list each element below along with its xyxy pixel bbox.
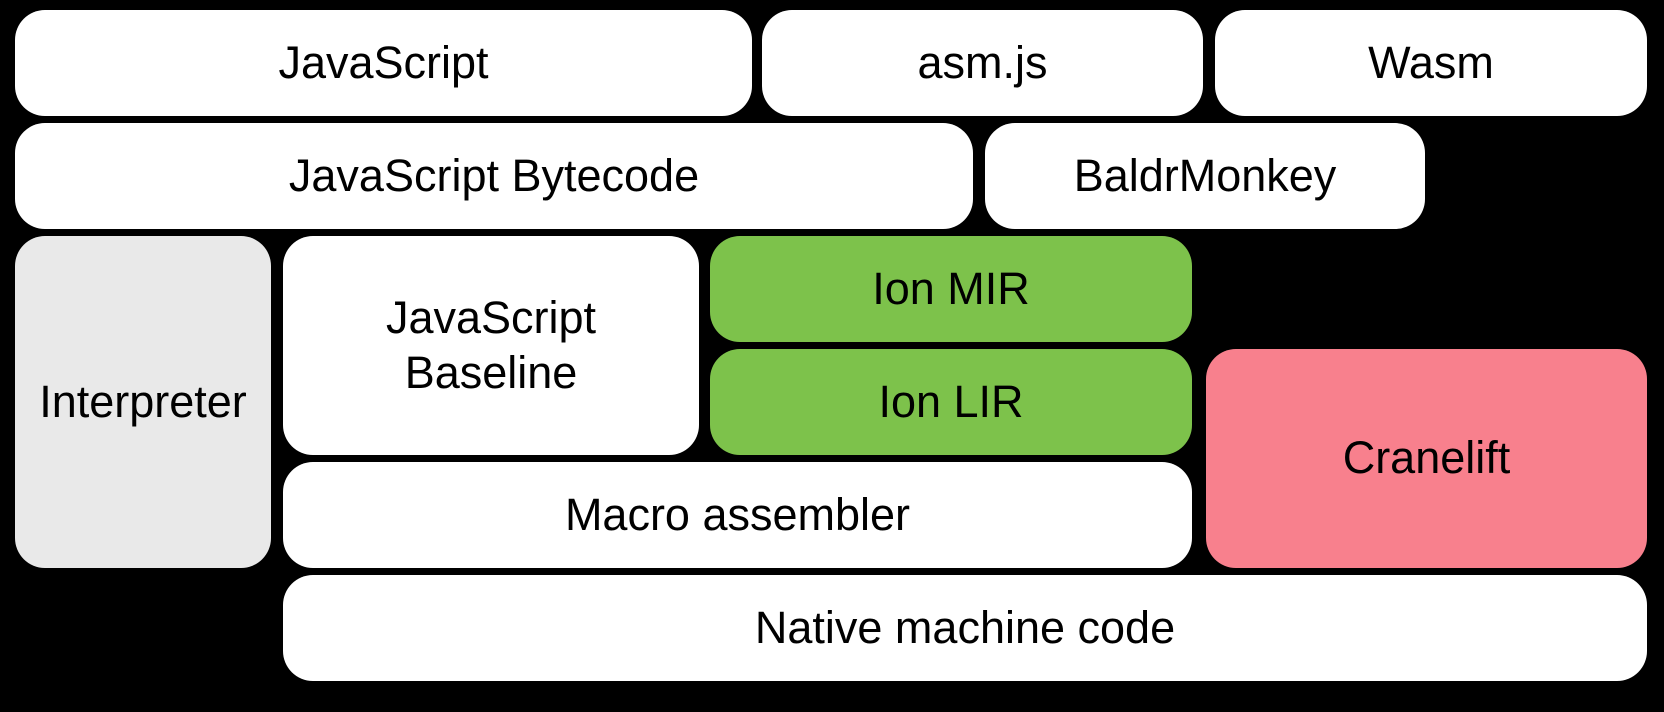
baseline-label-line-1: JavaScript — [385, 291, 597, 343]
block-wasm: Wasm — [1215, 10, 1647, 116]
block-cranelift: Cranelift — [1206, 349, 1647, 568]
block-javascript-baseline-label: JavaScript Baseline — [386, 291, 596, 401]
block-macro-assembler: Macro assembler — [283, 462, 1192, 568]
block-native-machine-code: Native machine code — [283, 575, 1647, 681]
block-baldrmonkey: BaldrMonkey — [985, 123, 1425, 229]
block-ion-lir: Ion LIR — [710, 349, 1192, 455]
block-javascript-baseline: JavaScript Baseline — [283, 236, 699, 455]
block-javascript: JavaScript — [15, 10, 752, 116]
block-javascript-bytecode: JavaScript Bytecode — [15, 123, 973, 229]
baseline-label-line-2: Baseline — [404, 346, 578, 398]
block-interpreter: Interpreter — [15, 236, 271, 568]
block-asmjs: asm.js — [762, 10, 1203, 116]
block-ion-mir: Ion MIR — [710, 236, 1192, 342]
